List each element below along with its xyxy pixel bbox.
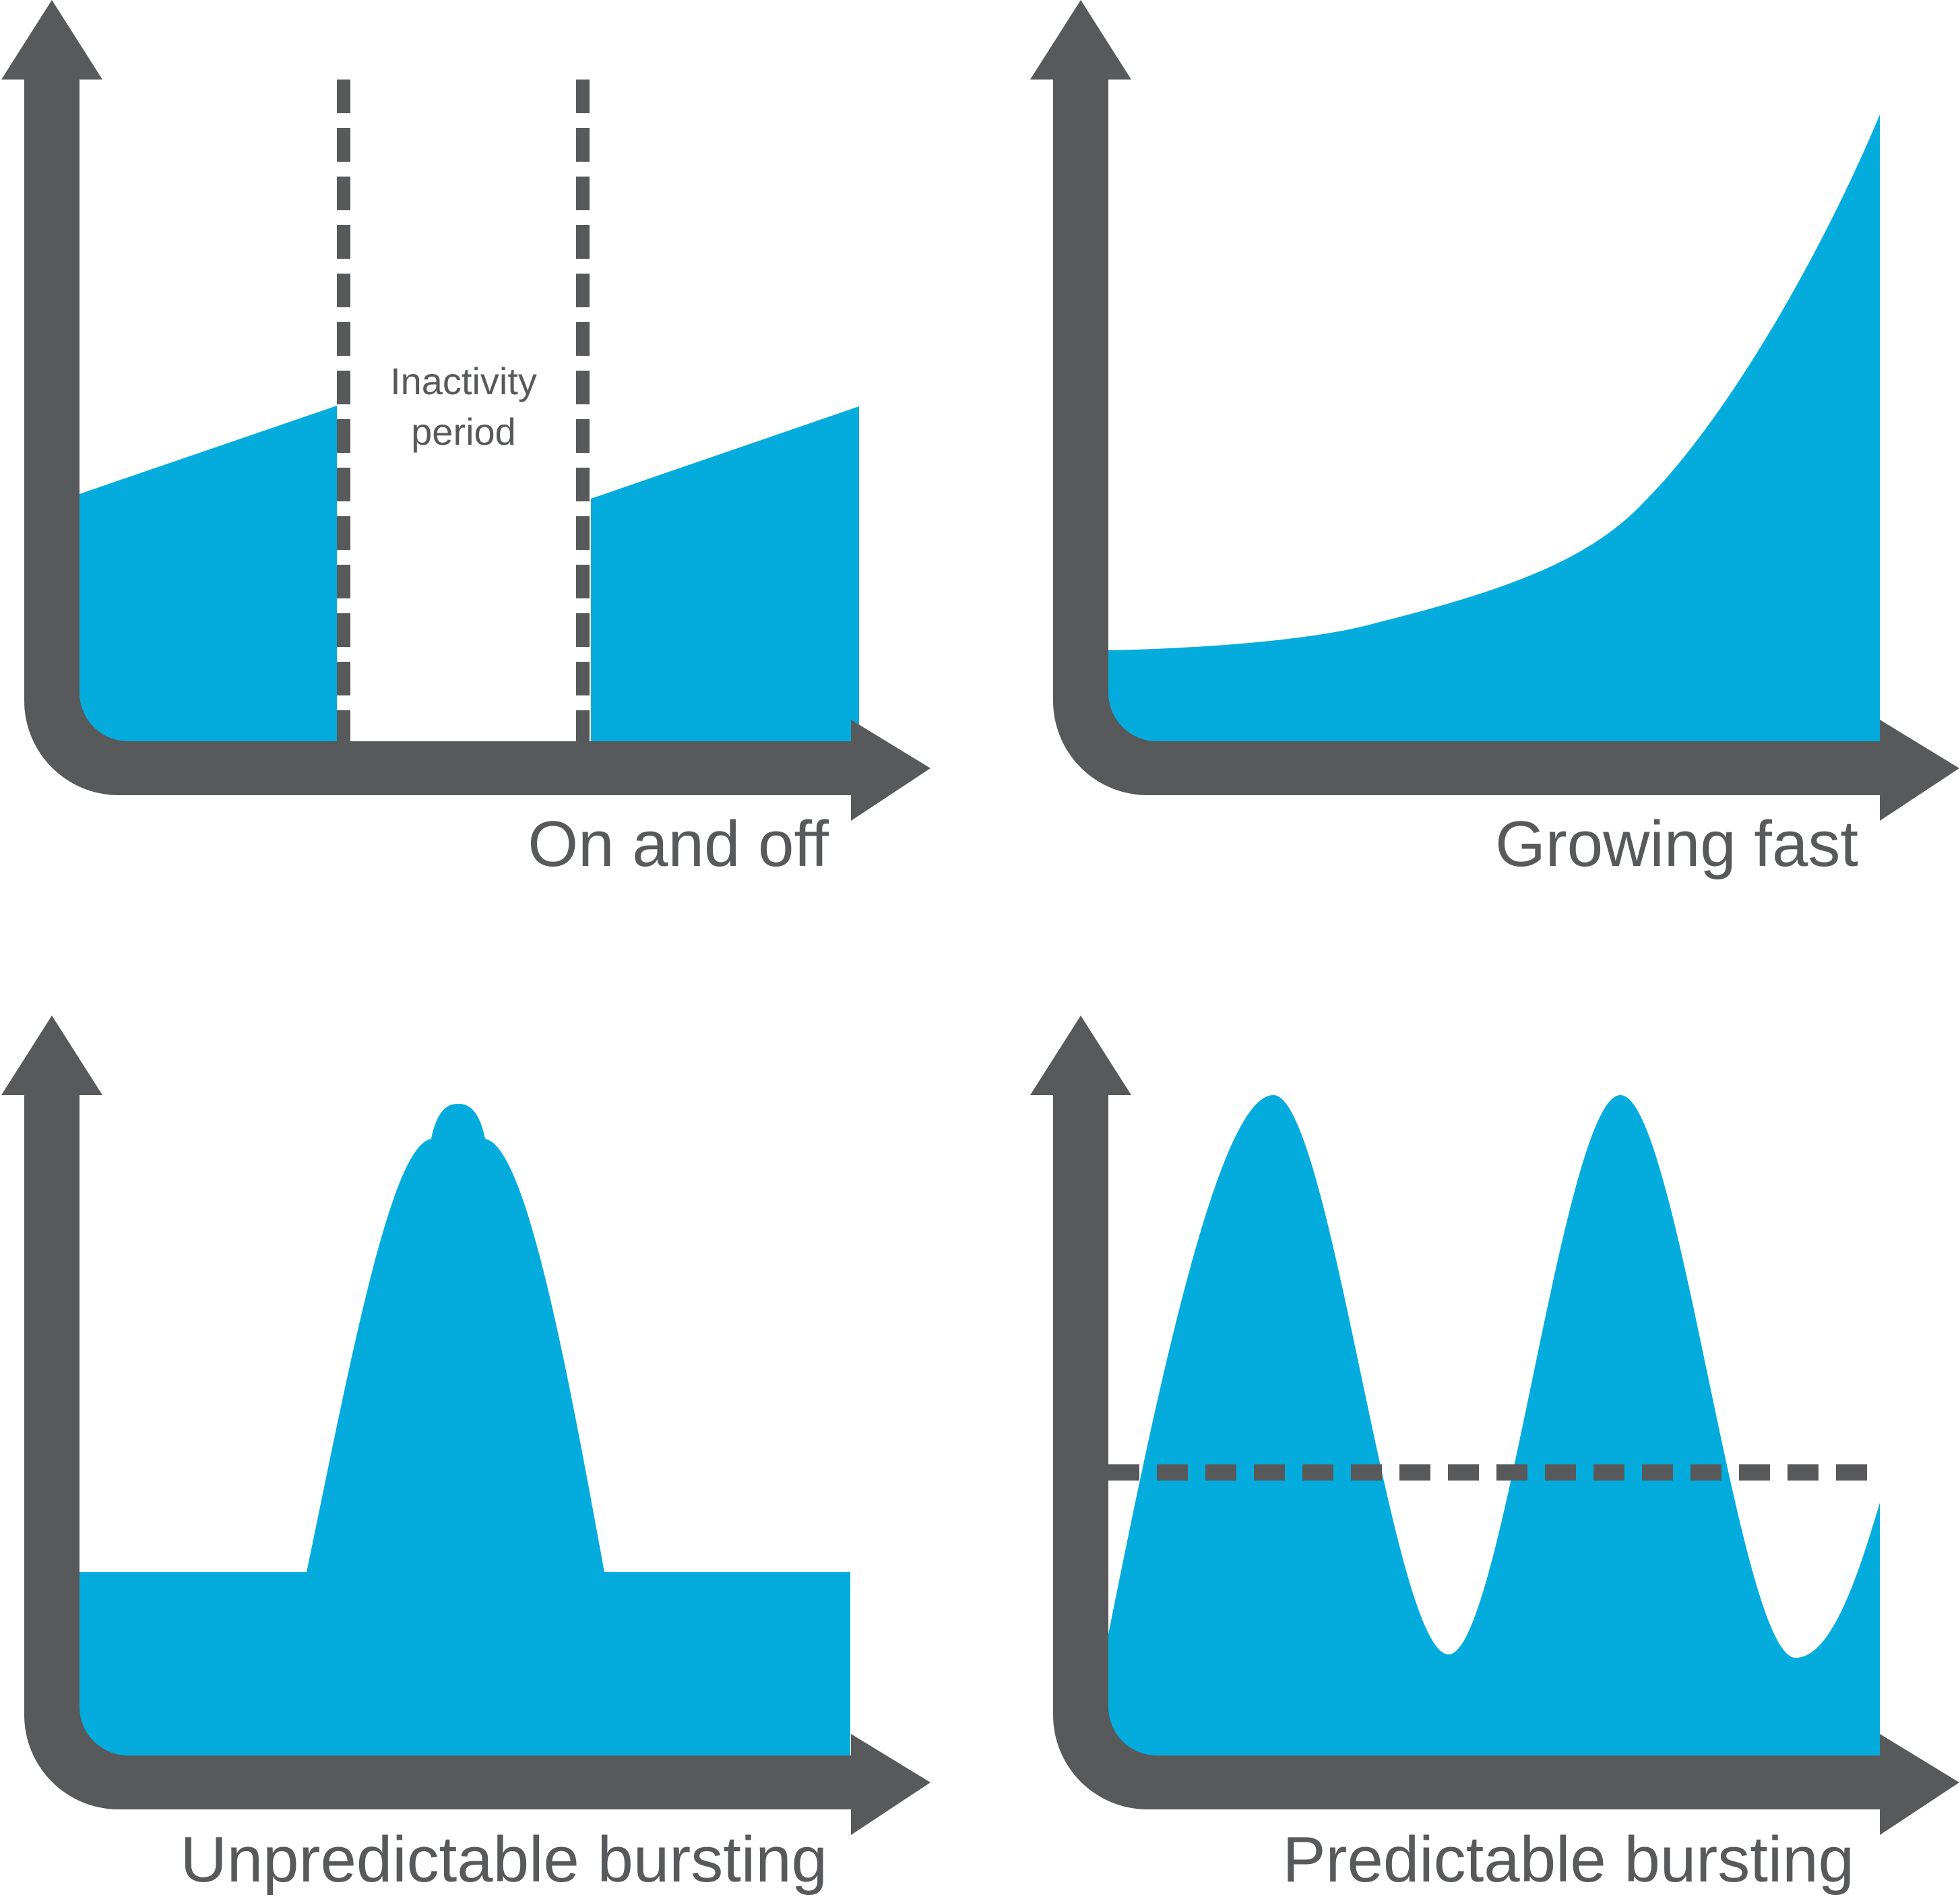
panel-caption: Unpredictable bursting	[180, 1824, 827, 1896]
usage-area	[1108, 115, 1880, 741]
axes	[1, 1016, 930, 1835]
axes	[1, 0, 930, 821]
usage-area-left	[80, 406, 337, 741]
y-axis-arrowhead	[1030, 0, 1131, 80]
inactivity-label-line1: Inactivity	[390, 360, 537, 402]
x-axis-arrowhead	[1880, 720, 1959, 821]
axes	[1030, 1016, 1959, 1835]
y-axis-arrowhead	[1030, 1016, 1131, 1095]
usage-area	[1108, 1095, 1880, 1759]
inactivity-label-line2: period	[411, 410, 516, 453]
usage-area	[80, 1104, 850, 1759]
panel-growing-fast: Growing fast	[1030, 0, 1959, 880]
panel-caption: Predictable bursting	[1283, 1824, 1854, 1896]
axes	[1030, 0, 1959, 821]
panel-caption: Growing fast	[1495, 808, 1858, 880]
y-axis-arrowhead	[1, 0, 102, 80]
panel-caption: On and off	[528, 808, 829, 880]
y-axis-arrowhead	[1, 1016, 102, 1095]
x-axis-arrowhead	[851, 1734, 930, 1835]
x-axis-arrowhead	[1880, 1734, 1959, 1835]
panel-on-and-off: Inactivity period On and off	[1, 0, 930, 880]
panel-unpredictable-bursting: Unpredictable bursting	[1, 1016, 930, 1896]
panel-predictable-bursting: Predictable bursting	[1030, 1016, 1959, 1896]
usage-area-right	[591, 406, 859, 751]
x-axis-arrowhead	[851, 720, 930, 821]
